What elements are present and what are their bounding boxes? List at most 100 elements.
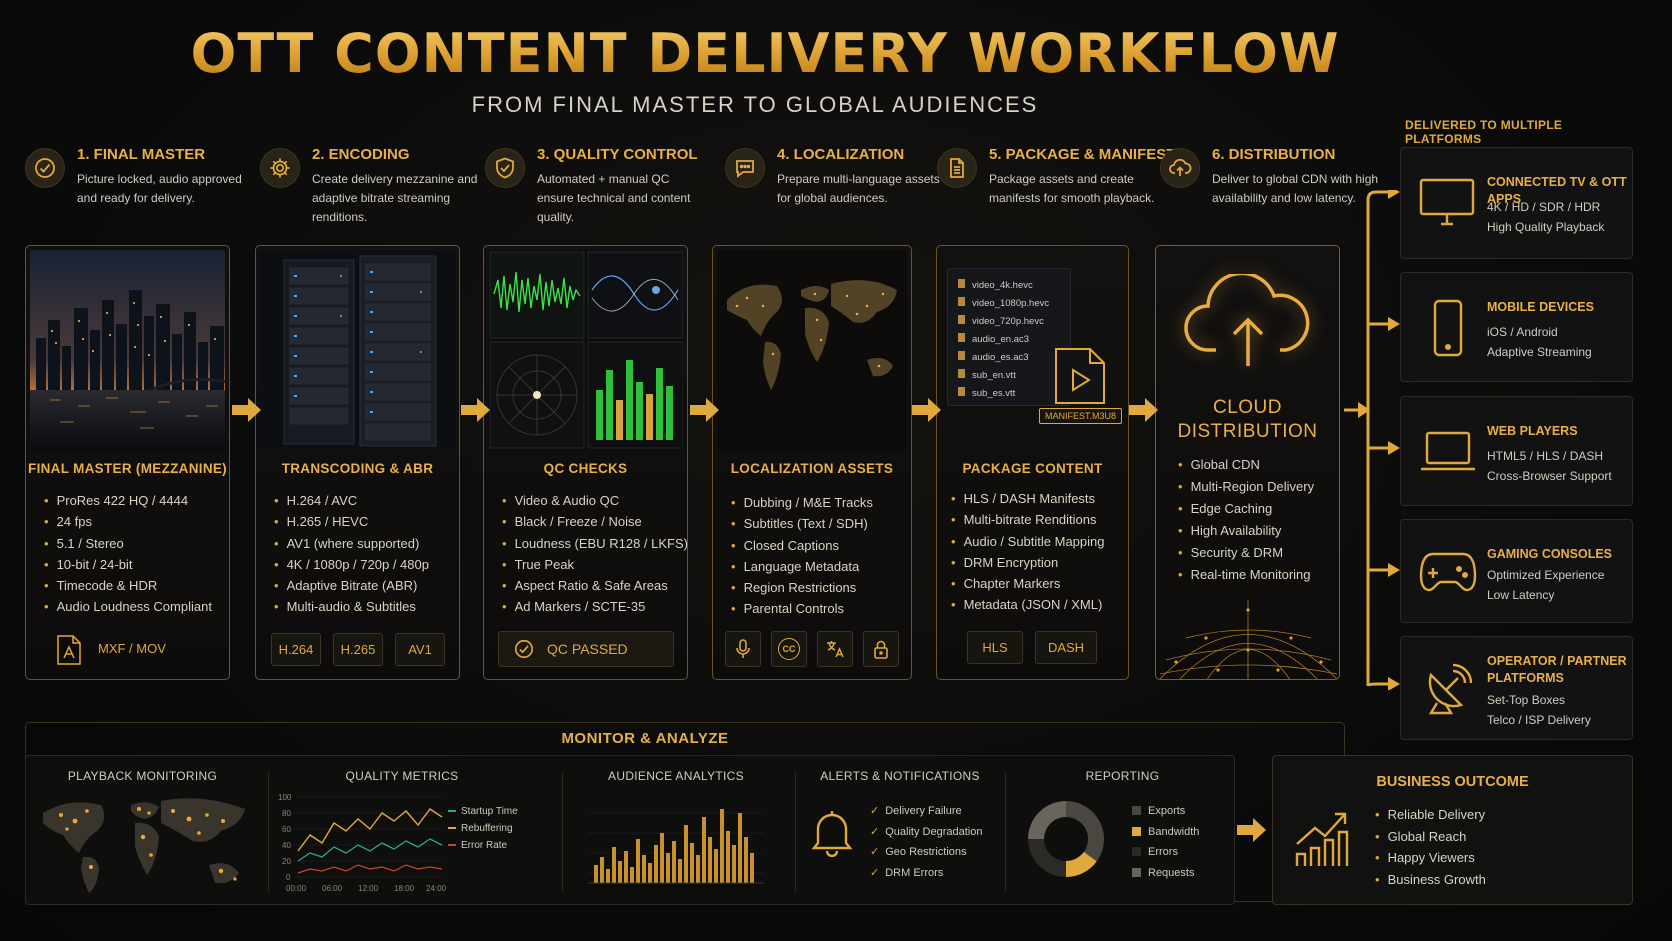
city-skyline-image bbox=[30, 250, 225, 450]
x-tick-label: 18:00 bbox=[394, 884, 415, 893]
alerts-list: ✓Delivery Failure ✓Quality Degradation ✓… bbox=[870, 801, 982, 883]
legend-item: Bandwidth bbox=[1132, 822, 1199, 843]
legend-swatch bbox=[1132, 847, 1141, 856]
monitor-column-title: PLAYBACK MONITORING bbox=[67, 769, 218, 783]
list-item: Multi-audio & Subtitles bbox=[274, 596, 429, 617]
check-circle-icon bbox=[25, 148, 65, 188]
platform-detail: Low Latency bbox=[1487, 588, 1555, 602]
smartphone-icon bbox=[1433, 299, 1463, 357]
legend-label: Exports bbox=[1148, 805, 1186, 817]
step-package-manifest: 5. PACKAGE & MANIFEST Package assets and… bbox=[937, 144, 1175, 234]
check-icon: ✓ bbox=[870, 825, 880, 838]
tv-icon bbox=[1419, 178, 1475, 226]
audience-bar-chart bbox=[588, 809, 764, 884]
cloud-upload-icon bbox=[1160, 148, 1200, 188]
platform-title-line1: OPERATOR / PARTNER bbox=[1487, 654, 1627, 668]
donut-slice bbox=[1066, 801, 1104, 862]
alert-item: ✓ Geo Restrictions bbox=[870, 842, 982, 863]
format-tag-dash: DASH bbox=[1035, 631, 1097, 664]
platform-detail: HTML5 / HLS / DASH bbox=[1487, 449, 1604, 463]
legend-item: Errors bbox=[1132, 842, 1199, 863]
platform-mobile-devices: MOBILE DEVICES iOS / Android Adaptive St… bbox=[1400, 272, 1633, 382]
quality-metrics: QUALITY METRICS 100 80 60 40 20 0 00:00 … bbox=[272, 755, 532, 905]
bell-icon bbox=[811, 811, 853, 857]
platform-title: CONNECTED TV & OTT APPS bbox=[1487, 175, 1627, 206]
card-title: QC CHECKS bbox=[543, 461, 628, 476]
list-item: Global CDN bbox=[1178, 454, 1314, 476]
step-title: 5. PACKAGE & MANIFEST bbox=[989, 146, 1176, 163]
file-name: audio_en.ac3 bbox=[972, 334, 1030, 345]
qc-scopes-image bbox=[488, 250, 683, 450]
format-tag-hls: HLS bbox=[967, 631, 1023, 664]
file-name: video_4k.hevc bbox=[972, 280, 1033, 291]
legend-swatch bbox=[448, 844, 456, 847]
legend-label: Bandwidth bbox=[1148, 825, 1200, 838]
legend-swatch bbox=[448, 810, 456, 813]
list-item: 10-bit / 24-bit bbox=[44, 554, 212, 575]
list-item: Video & Audio QC bbox=[502, 490, 687, 511]
list-item: Real-time Monitoring bbox=[1178, 564, 1314, 586]
list-item: 24 fps bbox=[44, 511, 212, 532]
list-item: Black / Freeze / Noise bbox=[502, 511, 687, 532]
platform-web-players: WEB PLAYERS HTML5 / HLS / DASH Cross-Bro… bbox=[1400, 396, 1633, 506]
card-distribution: CLOUD DISTRIBUTION Global CDN Multi-Regi… bbox=[1155, 245, 1340, 680]
page-subtitle: FROM FINAL MASTER TO GLOBAL AUDIENCES bbox=[471, 92, 1039, 117]
legend-label: Requests bbox=[1148, 866, 1195, 879]
codec-tag-h264: H.264 bbox=[271, 633, 321, 666]
file-icon bbox=[958, 369, 965, 378]
monitor-column-title: REPORTING bbox=[1085, 769, 1160, 783]
step-description: Automated + manual QC ensure technical a… bbox=[537, 172, 691, 224]
check-icon: ✓ bbox=[870, 805, 880, 817]
alert-item: ✓Quality Degradation bbox=[870, 822, 982, 843]
card-list: HLS / DASH Manifests Multi-bitrate Rendi… bbox=[951, 488, 1105, 616]
legend-swatch bbox=[1132, 806, 1141, 815]
column-divider bbox=[1005, 772, 1006, 892]
platform-detail: Set-Top Boxes bbox=[1487, 693, 1566, 707]
list-item: True Peak bbox=[502, 554, 687, 575]
list-item: H.264 / AVC bbox=[274, 490, 429, 511]
document-icon bbox=[937, 148, 977, 188]
platform-detail: Cross-Browser Support bbox=[1487, 469, 1612, 483]
step-description: Prepare multi-language assets for global… bbox=[777, 172, 940, 205]
monitor-column-title: ALERTS & NOTIFICATIONS bbox=[820, 769, 980, 783]
legend-item: Rebuffering bbox=[448, 820, 518, 837]
playback-monitoring: PLAYBACK MONITORING bbox=[25, 755, 260, 905]
platform-detail: Adaptive Streaming bbox=[1487, 345, 1592, 359]
list-item: AV1 (where supported) bbox=[274, 533, 429, 554]
list-item: Security & DRM bbox=[1178, 542, 1314, 564]
flow-arrow bbox=[912, 398, 941, 422]
quality-metrics-chart: 100 80 60 40 20 0 00:00 06:00 12:00 18:0… bbox=[278, 793, 446, 893]
alert-label: Geo Restrictions bbox=[885, 846, 967, 858]
monitor-column-title: QUALITY METRICS bbox=[345, 769, 459, 783]
distribution-title: CLOUD DISTRIBUTION bbox=[1156, 396, 1339, 444]
list-item: Ad Markers / SCTE-35 bbox=[502, 596, 687, 617]
step-description: Package assets and create manifests for … bbox=[989, 172, 1155, 205]
legend-label: Errors bbox=[1148, 846, 1178, 858]
outcome-title: BUSINESS OUTCOME bbox=[1376, 774, 1529, 790]
platform-title-line2: PLATFORMS bbox=[1487, 671, 1564, 685]
file-row: video_4k.hevc bbox=[958, 277, 1070, 295]
legend-item: Exports bbox=[1132, 801, 1199, 822]
card-list: H.264 / AVC H.265 / HEVC AV1 (where supp… bbox=[274, 490, 429, 618]
legend-label: Startup Time bbox=[461, 806, 518, 817]
step-title: 4. LOCALIZATION bbox=[777, 146, 905, 163]
step-title: 3. QUALITY CONTROL bbox=[537, 146, 698, 163]
list-item: H.265 / HEVC bbox=[274, 511, 429, 532]
list-item: Dubbing / M&E Tracks bbox=[731, 492, 873, 513]
world-map-image bbox=[717, 250, 907, 450]
card-package: video_4k.hevc video_1080p.hevc video_720… bbox=[936, 245, 1129, 680]
list-item: 5.1 / Stereo bbox=[44, 533, 212, 554]
translate-icon bbox=[817, 631, 853, 667]
microphone-icon bbox=[725, 631, 761, 667]
column-divider bbox=[562, 772, 563, 892]
check-icon: ✓ bbox=[870, 846, 880, 858]
alerts-notifications: ALERTS & NOTIFICATIONS ✓Delivery Failure… bbox=[800, 755, 1000, 905]
list-item: Multi-Region Delivery bbox=[1178, 476, 1315, 498]
chat-bubble-icon bbox=[725, 148, 765, 188]
file-row: audio_es.ac3 bbox=[958, 349, 1070, 367]
card-quality-control: QC CHECKS Video & Audio QC Black / Freez… bbox=[483, 245, 688, 680]
check-icon: ✓ bbox=[870, 866, 880, 879]
list-item: Edge Caching bbox=[1178, 498, 1314, 520]
play-file-icon bbox=[1053, 346, 1107, 410]
list-item: Global Reach bbox=[1375, 826, 1486, 848]
